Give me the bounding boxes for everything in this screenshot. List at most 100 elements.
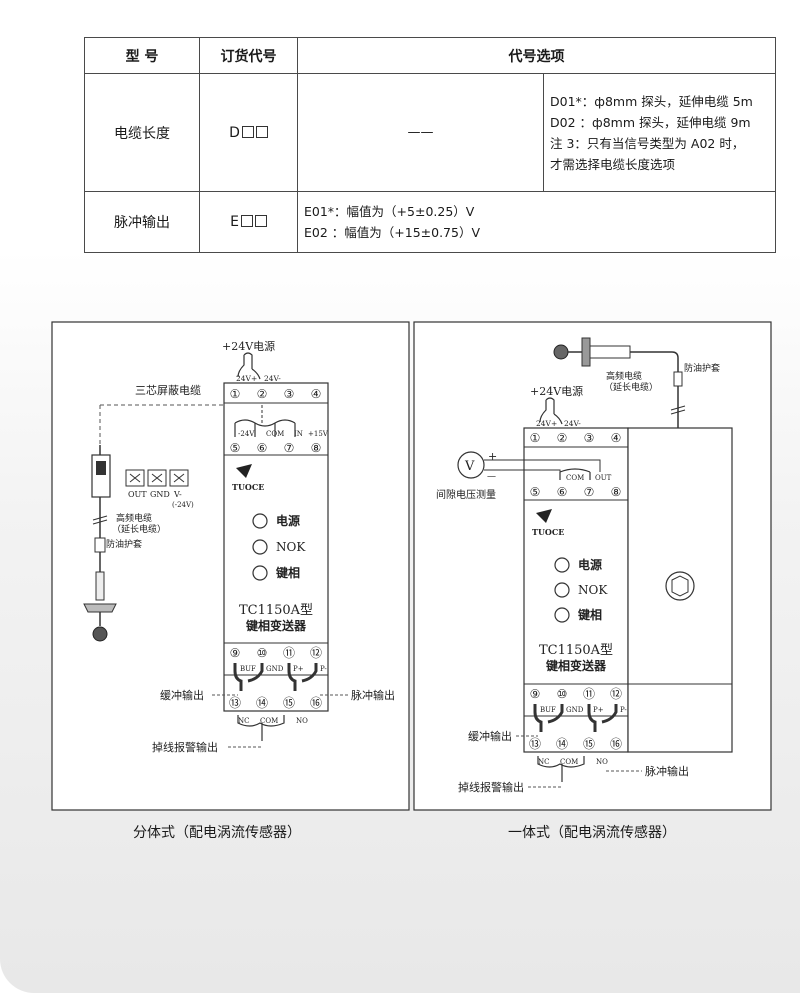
left-probe-icon: [95, 571, 105, 601]
right-alarm-out: 掉线报警输出: [458, 780, 524, 794]
meter-minus: —: [487, 472, 496, 482]
left-mid-label: IN: [294, 430, 303, 438]
power-led-icon: [554, 557, 570, 573]
caption-split-type: 分体式（配电涡流传感器）: [133, 825, 301, 841]
sensor-voltage-label: (-24V): [172, 501, 194, 509]
left-terminal: ⑫: [310, 646, 322, 660]
left-power-label: +24V电源: [222, 339, 275, 353]
option-line: 注 3：只有当信号类型为 A02 时，: [550, 135, 745, 151]
code-prefix: E: [230, 214, 239, 230]
gap-voltage-label: 间隙电压测量: [436, 488, 496, 501]
code-box-icon: [241, 125, 254, 138]
left-bottom-label: P+: [293, 665, 304, 673]
left-alarm-out: 掉线报警输出: [152, 740, 218, 754]
left-term-label: 24V+: [236, 374, 257, 383]
left-shield-cable-label: 三芯屏蔽电缆: [135, 383, 201, 397]
right-sleeve-label: 防油护套: [684, 362, 720, 374]
left-terminal: ⑪: [283, 646, 295, 660]
right-bottom-label: NC: [538, 758, 549, 766]
nok-led-icon: [554, 582, 570, 598]
right-cable-label: （延长电缆）: [604, 381, 658, 393]
right-terminal: ④: [611, 431, 622, 445]
cell-model: 脉冲输出: [84, 191, 200, 253]
cell-code: E: [199, 191, 298, 253]
right-indicator-label: 电源: [578, 557, 602, 572]
left-mid-label: -24V: [238, 430, 255, 438]
right-bottom-label: GND: [566, 706, 584, 714]
left-power-wire: [237, 352, 261, 380]
table-row: 电缆长度 D —— D01*：ф8mm 探头，延伸电缆 5m D02 ：ф8mm…: [84, 73, 776, 192]
left-terminal: ⑨: [230, 646, 241, 660]
caption-integrated-type: 一体式（配电涡流传感器）: [508, 825, 676, 841]
left-bottom-wires: [233, 663, 318, 691]
right-logo-icon: [536, 509, 552, 523]
cell-option-left: ——: [297, 73, 544, 192]
left-indicator-label: 键相: [275, 565, 300, 580]
right-terminal: ⑦: [584, 485, 595, 499]
nok-led-icon: [252, 539, 268, 555]
left-bottom-label: P-: [320, 665, 327, 673]
code-box-icon: [240, 215, 253, 227]
right-terminal: ⑪: [583, 687, 595, 701]
right-indicator-label: NOK: [578, 583, 608, 597]
right-terminal: ⑥: [557, 485, 568, 499]
cell-code: D: [199, 73, 298, 192]
left-terminal: ⑬: [229, 696, 241, 710]
left-brand: TUOCE: [232, 482, 264, 492]
cell-option-right: D01*：ф8mm 探头，延伸电缆 5m D02 ：ф8mm 探头，延伸电缆 9…: [543, 73, 776, 192]
code-box-icon: [254, 215, 267, 227]
keyphasor-led-icon: [252, 565, 268, 581]
right-mid-label: OUT: [595, 474, 612, 482]
right-term-label: 24V-: [564, 419, 581, 428]
right-bottom-label: NO: [596, 758, 608, 766]
right-target-icon: [553, 344, 569, 360]
right-indicator-label: 键相: [577, 607, 602, 622]
right-cable: [630, 351, 679, 720]
option-line: E02 ：幅值为（+15±0.75）V: [304, 225, 481, 240]
code-box-icon: [255, 125, 268, 138]
left-terminal: ⑮: [283, 696, 295, 710]
right-bottom-label: P-: [620, 706, 627, 714]
spec-table: 型 号 订货代号 代号选项 电缆长度 D —— D01*：ф8mm 探头，延伸电…: [84, 37, 776, 253]
right-terminal: ②: [557, 431, 568, 445]
cell-model: 电缆长度: [84, 73, 200, 192]
left-terminal: ②: [257, 387, 268, 401]
right-bottom-label: BUF: [540, 706, 556, 714]
left-indicator-label: 电源: [276, 513, 300, 528]
table-header: 型 号 订货代号 代号选项: [84, 37, 776, 74]
right-pulse-out: 脉冲输出: [645, 764, 689, 778]
left-bottom-label: COM: [260, 717, 278, 725]
right-buffer-out: 缓冲输出: [468, 729, 512, 743]
left-term-label: 24V-: [264, 374, 281, 383]
left-sensor-terminals: [125, 469, 189, 487]
right-bottom-label: P+: [593, 706, 604, 714]
option-line: D02 ：ф8mm 探头，延伸电缆 9m: [550, 114, 751, 130]
left-terminal: ⑧: [311, 441, 322, 455]
sensor-term-label: V-: [173, 490, 182, 499]
left-terminal: ⑥: [257, 441, 268, 455]
left-sleeve-label: 防油护套: [106, 538, 142, 550]
sensor-term-label: OUT: [128, 490, 147, 499]
left-terminal: ⑭: [256, 696, 268, 710]
right-cable-label: 高频电缆: [606, 370, 642, 382]
left-bottom-label: BUF: [240, 665, 256, 673]
right-terminal: ①: [530, 431, 541, 445]
right-terminal: ③: [584, 431, 595, 445]
sensor-term-label: GND: [150, 490, 170, 499]
right-model-name: 键相变送器: [545, 658, 607, 673]
left-terminal: ③: [284, 387, 295, 401]
left-terminal: ①: [230, 387, 241, 401]
voltmeter-icon: [457, 451, 485, 479]
table-row: 脉冲输出 E E01*：幅值为（+5±0.25）V E02 ：幅值为（+15±0…: [84, 191, 776, 253]
header-options: 代号选项: [297, 37, 776, 74]
left-target-icon: [92, 626, 108, 642]
option-line: D01*：ф8mm 探头，延伸电缆 5m: [550, 93, 753, 109]
left-terminal: ⑯: [310, 696, 322, 710]
left-mid-wires: [234, 419, 296, 437]
left-bottom-label: NC: [238, 717, 249, 725]
meter-symbol: V: [464, 459, 475, 474]
left-terminal: ⑤: [230, 441, 241, 455]
keyphasor-led-icon: [554, 607, 570, 623]
right-probe-icon: [581, 337, 591, 367]
power-led-icon: [252, 513, 268, 529]
